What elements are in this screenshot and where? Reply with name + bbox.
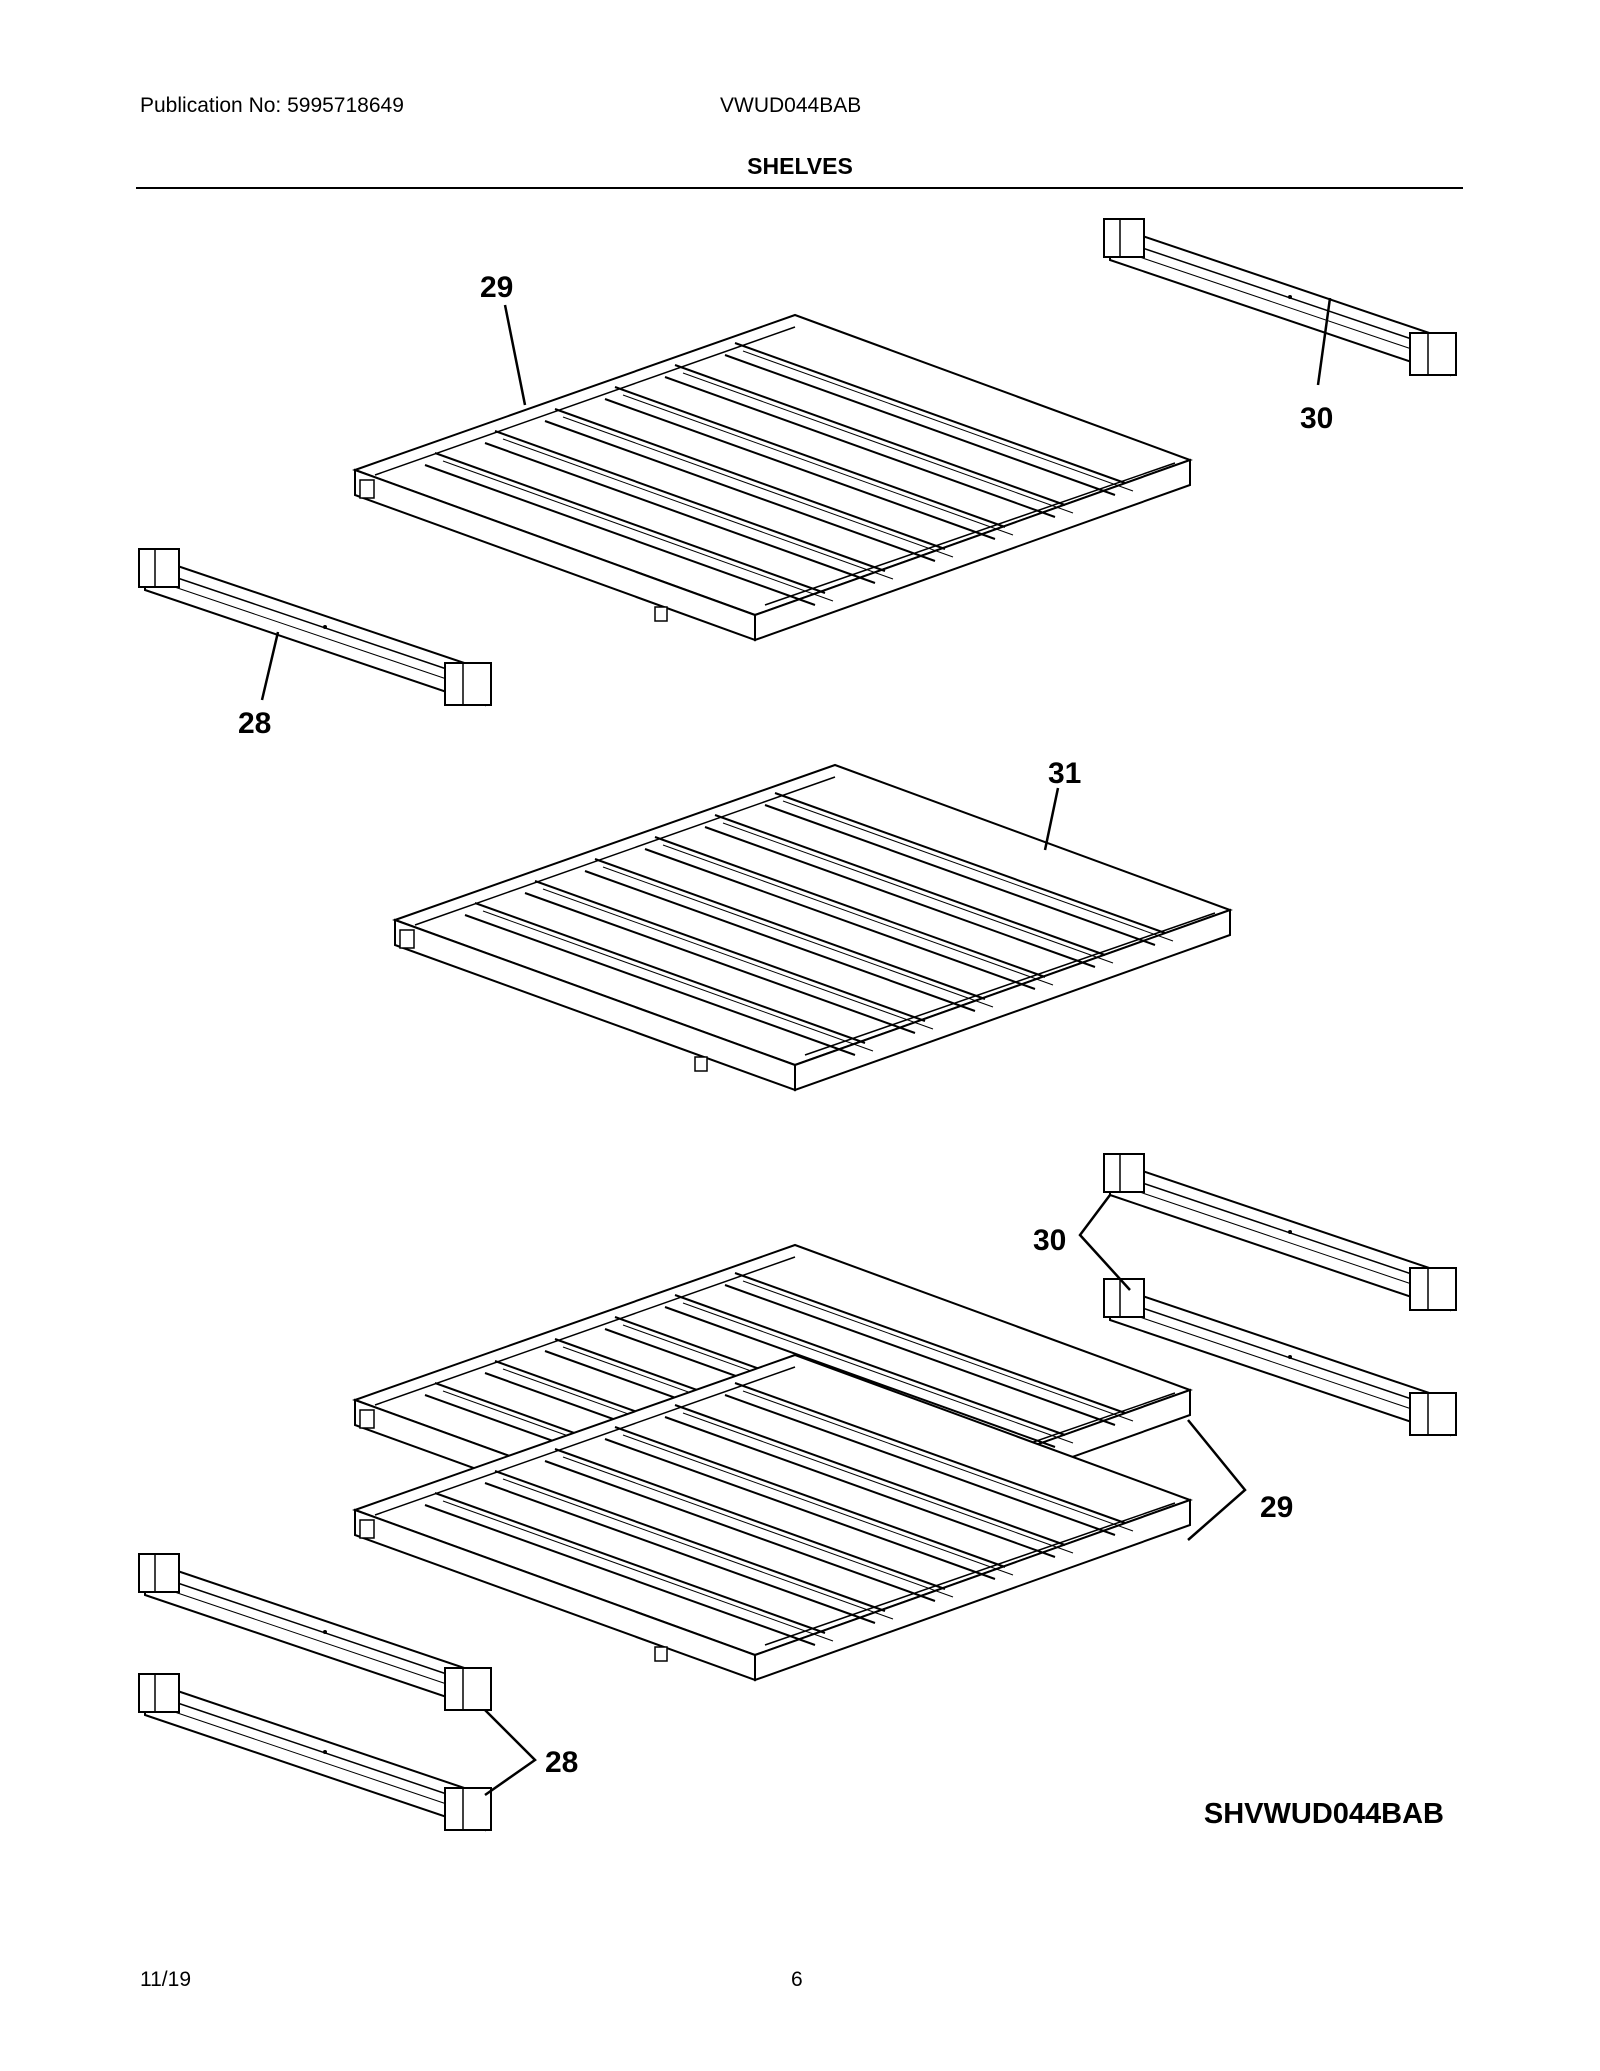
callout-30-bottom: 30 <box>1033 1224 1066 1257</box>
rail-28-bottom-a <box>138 1553 492 1711</box>
rail-28-bottom-b <box>138 1673 492 1831</box>
footer-page-number: 6 <box>791 1968 803 1991</box>
publication-number: Publication No: 5995718649 <box>140 94 404 117</box>
footer-date: 11/19 <box>140 1968 191 1991</box>
callout-31: 31 <box>1048 757 1081 790</box>
leader-lines <box>260 297 1332 1797</box>
rail-30-bottom-a <box>1103 1153 1457 1311</box>
header-divider <box>136 187 1463 189</box>
shelf-31 <box>394 764 1231 1091</box>
shelf-29-top <box>354 314 1191 641</box>
callout-28-bottom: 28 <box>545 1746 578 1779</box>
rail-28-top <box>138 548 492 706</box>
callout-29-bottom: 29 <box>1260 1491 1293 1524</box>
callout-30-top: 30 <box>1300 402 1333 435</box>
diagram-code: SHVWUD044BAB <box>1203 1798 1444 1830</box>
callout-28-top: 28 <box>238 707 271 740</box>
rail-30-top <box>1103 218 1457 376</box>
callout-29-top: 29 <box>480 271 513 304</box>
model-number: VWUD044BAB <box>720 94 862 117</box>
page-title: SHELVES <box>747 153 853 179</box>
